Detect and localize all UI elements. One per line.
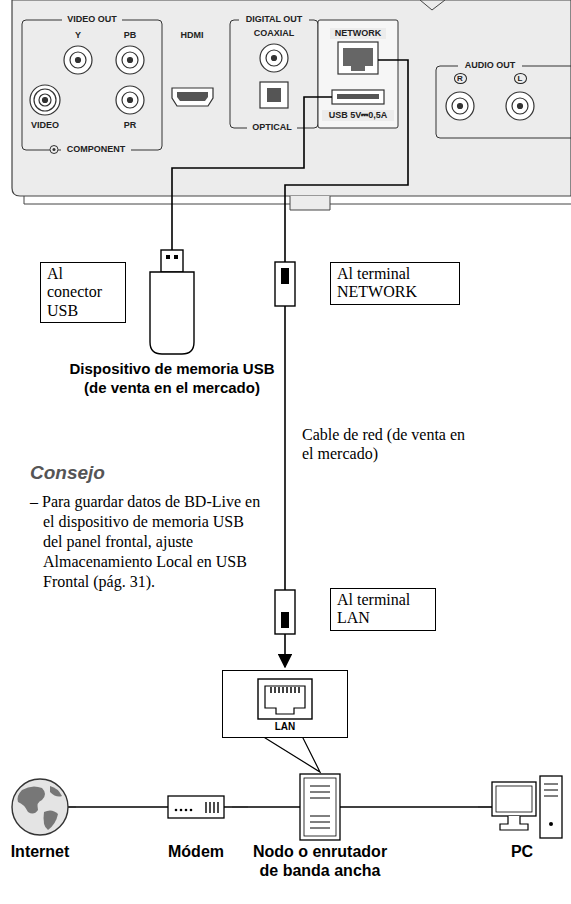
icon-holder: [160, 772, 232, 842]
coaxial-jack: [260, 44, 288, 72]
group-frame: [22, 20, 162, 150]
network-cable: [285, 60, 408, 262]
channel-letter: R: [454, 73, 467, 84]
hdmi-port: [172, 88, 213, 106]
internet-globe: Internet: [4, 772, 76, 861]
router-icon: [248, 772, 392, 842]
network-cable: [284, 306, 286, 590]
port-label: OPTICAL: [247, 122, 297, 133]
cable-caption: Cable de red (de venta en el mercado): [302, 425, 478, 463]
node-text: LAN: [227, 721, 343, 733]
optical-port: [260, 82, 288, 108]
callout-box: Al terminal LAN: [330, 588, 436, 631]
tip-text: – Para guardar datos de BD-Live en el di…: [30, 492, 266, 592]
port-label: COMPONENT: [61, 144, 131, 155]
port-label: COAXIAL: [249, 28, 299, 39]
port-label: PR: [120, 120, 140, 131]
pc-computer: PC: [478, 772, 566, 861]
port-label: PB: [120, 30, 140, 41]
callout-box: Al conector USB: [40, 262, 126, 323]
component-symbol: [50, 146, 58, 154]
router-device: Nodo o enrutador de banda ancha: [248, 772, 392, 880]
node-text: Internet: [4, 842, 76, 861]
lan-terminal-box: LAN: [222, 670, 348, 738]
panel-notch: [420, 0, 445, 10]
node-text: Nodo o enrutador de banda ancha: [248, 842, 392, 880]
usb-port: [332, 90, 384, 104]
channel-letter: L: [514, 73, 527, 84]
pc-icon: [478, 772, 566, 842]
node-text: Al terminal NETWORK: [337, 265, 453, 302]
lan-port-icon: [254, 677, 316, 721]
port-label: NETWORK: [330, 28, 386, 39]
rca-jacks: [30, 46, 144, 115]
insert-arrow: [284, 634, 286, 667]
node-text: Módem: [160, 842, 232, 861]
rj45-plug: [275, 262, 295, 306]
rj45-plug: [275, 590, 295, 634]
modem-icon: [160, 772, 232, 842]
callout-box: Al terminal NETWORK: [330, 262, 460, 305]
network-link: [76, 806, 160, 808]
globe-icon: [4, 772, 76, 842]
usb-memory-stick: [150, 250, 194, 354]
network-link: [232, 806, 248, 808]
component-symbol: [53, 148, 56, 151]
rca-jacks: [446, 92, 534, 120]
panel-foot: [290, 196, 330, 210]
port-label: AUDIO OUT: [458, 60, 522, 71]
port-label: DIGITAL OUT: [239, 14, 309, 25]
port-label: USB 5V⎓0,5A: [322, 110, 394, 121]
icon-holder: [227, 677, 343, 721]
tip-heading: Consejo: [30, 462, 180, 485]
icon-holder: [478, 772, 566, 842]
network-link: [392, 806, 478, 808]
port-label: VIDEO: [25, 120, 65, 131]
port-label: VIDEO OUT: [62, 14, 122, 25]
modem-device: Módem: [160, 772, 232, 861]
port-label: HDMI: [174, 30, 210, 41]
panel-body: [12, 0, 571, 196]
icon-holder: [4, 772, 76, 842]
callout-pointer: [262, 736, 320, 772]
group-frame: [436, 66, 571, 138]
node-text: PC: [478, 842, 566, 861]
node-text: Al terminal LAN: [337, 591, 429, 628]
icon-holder: [248, 772, 392, 842]
device-caption: Dispositivo de memoria USB (de venta en …: [62, 360, 282, 398]
group-frame: [318, 20, 398, 128]
usb-wire: [172, 97, 332, 250]
network-port: [338, 42, 378, 74]
port-label: Y: [71, 30, 85, 41]
node-text: Al conector USB: [47, 265, 119, 320]
